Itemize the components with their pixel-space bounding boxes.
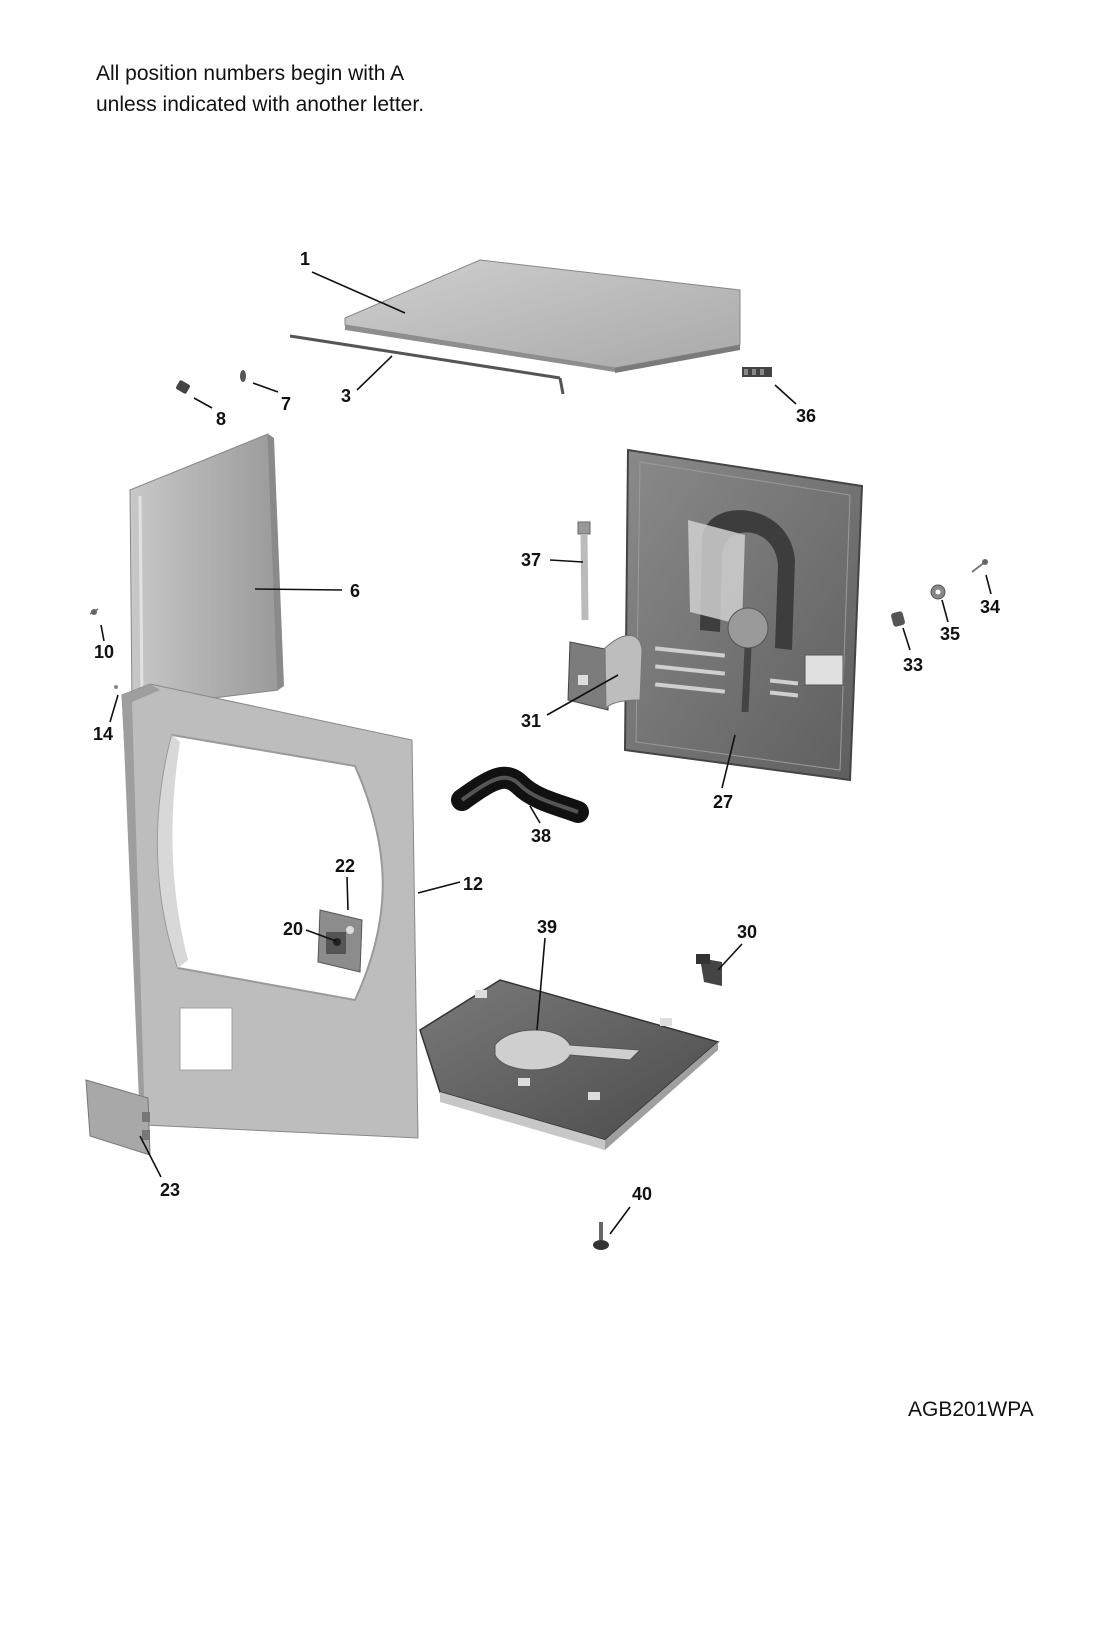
top-cover-part [344, 259, 741, 373]
screw-34-part [971, 559, 988, 573]
washer-35-part [930, 584, 946, 600]
hose-38-part [451, 766, 589, 823]
note-line-2: unless indicated with another letter. [96, 93, 425, 116]
callout-labels: 1 3 7 8 6 10 14 12 22 20 23 27 31 37 36 … [93, 249, 1000, 1204]
callout-33: 33 [903, 655, 923, 675]
instruction-note: All position numbers begin with A unless… [96, 58, 424, 120]
callout-10: 10 [94, 642, 114, 662]
switch-bracket-part [317, 909, 363, 973]
clip-8-part [176, 380, 190, 394]
callout-36: 36 [796, 406, 816, 426]
callout-20: 20 [283, 919, 303, 939]
strap-31-part [567, 635, 643, 711]
model-code: AGB201WPA [908, 1398, 1034, 1421]
callout-27: 27 [713, 792, 733, 812]
callout-39: 39 [537, 917, 557, 937]
callout-23: 23 [160, 1180, 180, 1200]
callout-8: 8 [216, 409, 226, 429]
front-panel-part [121, 683, 419, 1139]
callout-12: 12 [463, 874, 483, 894]
callout-6: 6 [350, 581, 360, 601]
callout-35: 35 [940, 624, 960, 644]
rear-panel-part [623, 448, 864, 782]
callout-40: 40 [632, 1184, 652, 1204]
callout-37: 37 [521, 550, 541, 570]
callout-3: 3 [341, 386, 351, 406]
callout-30: 30 [737, 922, 757, 942]
leveling-foot-40-part [593, 1222, 609, 1250]
callout-7: 7 [281, 394, 291, 414]
callout-31: 31 [521, 711, 541, 731]
clip-7-part [240, 370, 246, 382]
base-39-part [419, 979, 720, 1150]
screw-14-part [114, 685, 118, 689]
callout-38: 38 [531, 826, 551, 846]
side-panel-part [129, 433, 284, 709]
callout-22: 22 [335, 856, 355, 876]
screw-10-part [89, 608, 99, 615]
callout-1: 1 [300, 249, 310, 269]
rod-part [289, 334, 565, 395]
bolt-37-part [577, 521, 591, 621]
note-line-1: All position numbers begin with A [96, 62, 405, 85]
callout-14: 14 [93, 724, 113, 744]
callout-34: 34 [980, 597, 1000, 617]
nut-33-part [891, 611, 905, 627]
leader-lines [100, 271, 992, 1235]
clip-30-part [696, 954, 722, 986]
clip-36-part [742, 367, 772, 377]
